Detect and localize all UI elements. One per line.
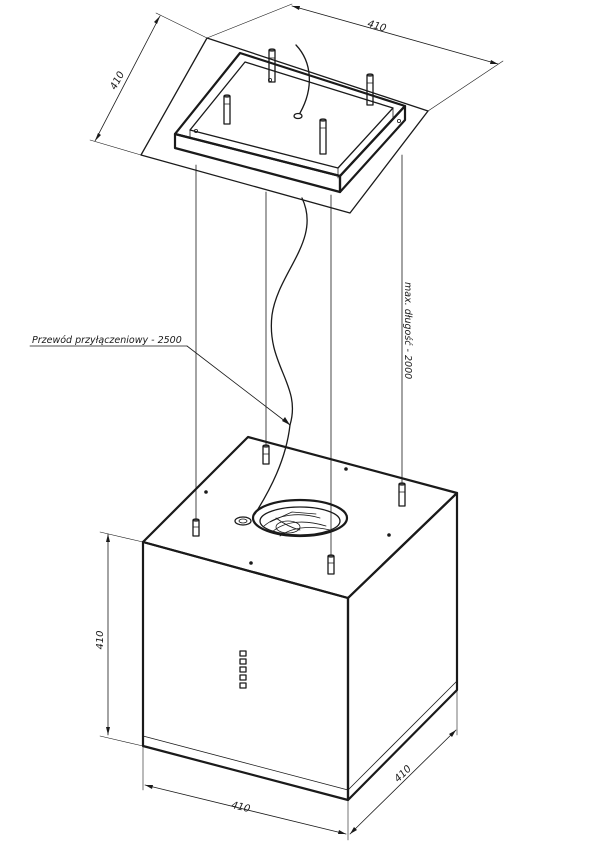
dim-label-body-height: 410 (95, 630, 106, 649)
rod-top-front (319, 118, 327, 155)
rod-hood-front (327, 554, 335, 575)
dim-label-body-depth: 410 (393, 764, 414, 785)
dim-label-plate-width: 410 (366, 19, 387, 35)
power-cable-top (293, 44, 311, 120)
dim-label-body-width: 410 (230, 800, 251, 815)
control-button (239, 682, 247, 689)
ceiling-mounting-plate (140, 37, 429, 214)
dimension-body-width: 410 (142, 745, 349, 841)
screw-holes (204, 467, 391, 565)
dim-label-plate-depth: 410 (108, 70, 127, 92)
dimension-plate-width: 410 (206, 3, 504, 112)
rod-top-left (223, 94, 231, 125)
cable-callout: Przewód przyłączeniowy - 2500 (29, 335, 291, 426)
mounting-frame (173, 51, 407, 194)
rod-hood-left (192, 518, 200, 537)
hood-body (141, 435, 459, 802)
suspension-wires (195, 154, 403, 557)
control-button (239, 658, 247, 665)
rod-hood-right (398, 482, 406, 507)
control-button (239, 666, 247, 673)
power-cable (254, 197, 308, 515)
dimension-body-depth: 410 (349, 689, 458, 835)
control-panel (239, 650, 247, 689)
rod-hood-back (262, 444, 270, 465)
cable-grommet (234, 516, 252, 526)
control-button (239, 674, 247, 681)
rod-top-right (366, 73, 374, 106)
control-button (239, 650, 247, 657)
rod-top-back (268, 48, 276, 83)
exhaust-outlet (251, 498, 349, 538)
cable-max-length: max. długość - 2000 (402, 282, 413, 379)
cable-label: Przewód przyłączeniowy - 2500 (32, 335, 182, 346)
threaded-rods-hood (192, 444, 406, 575)
dimension-body-height: 410 (95, 531, 144, 747)
threaded-rods-top (223, 48, 374, 155)
wire-length-callout: max. długość - 2000 (402, 282, 413, 379)
dimension-plate-depth: 410 (89, 12, 208, 156)
